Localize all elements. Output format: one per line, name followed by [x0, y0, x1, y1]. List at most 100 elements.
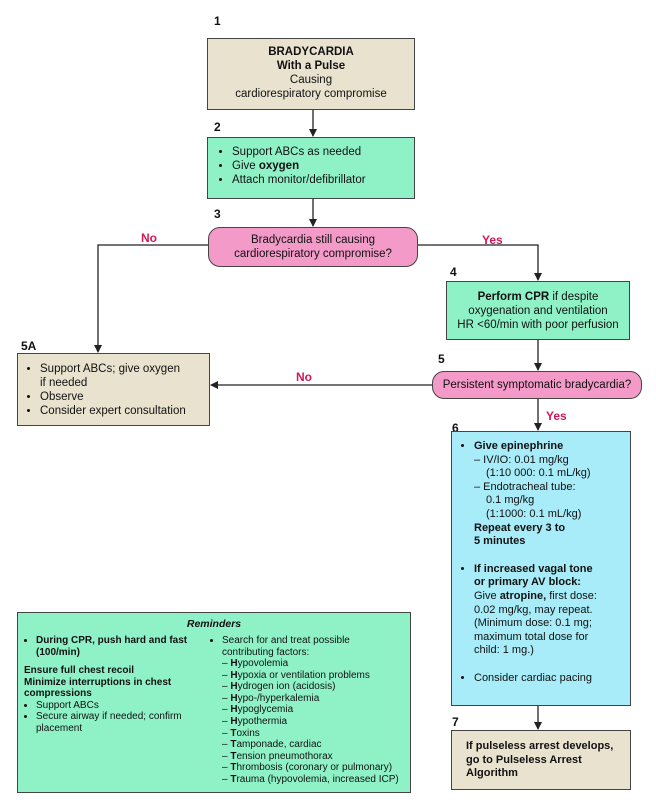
contributing-factor-item: – Hypovolemia — [222, 658, 408, 670]
step-6-vagal-line2: or primary AV block: — [474, 576, 581, 589]
step-1-compromise: cardiorespiratory compromise — [235, 88, 387, 100]
step-6-atropine-line1: Give atropine, first dose: — [474, 590, 626, 604]
factor-dash: – — [222, 704, 231, 716]
reminder-cpr-line2: (100/min) — [36, 646, 80, 658]
step-3-line1: Bradycardia still causing — [250, 234, 375, 246]
step-4-line3: HR <60/min with poor perfusion — [457, 319, 619, 331]
step-number-4: 4 — [450, 265, 457, 279]
factor-text: ypoxia or ventilation problems — [237, 669, 370, 681]
reminder-recoil: Ensure full chest recoil — [24, 665, 135, 676]
step-2-give-text: Give — [232, 160, 259, 172]
factor-initial: T — [230, 750, 237, 762]
contributing-factor-item: – Hypoxia or ventilation problems — [222, 670, 408, 682]
step-2-item-oxygen: Give oxygen — [232, 159, 408, 173]
step-5a-support-line1: Support ABCs; give oxygen — [40, 363, 180, 375]
step-number-5a: 5A — [21, 339, 37, 353]
step-6-pacing: Consider cardiac pacing — [474, 672, 626, 686]
step-5-text: Persistent symptomatic bradycardia? — [442, 379, 632, 391]
reminders-box: Reminders During CPR, push hard and fast… — [17, 612, 411, 793]
contributing-factor-item: – Hypo-/hyperkalemia — [222, 693, 408, 705]
factor-dash: – — [222, 727, 231, 739]
arrow-3-no-to-5a — [94, 244, 208, 353]
step-number-7: 7 — [452, 715, 459, 729]
step-1-causing: Causing — [289, 74, 333, 86]
factor-initial: T — [230, 739, 237, 751]
step-6-atropine: If increased vagal tone or primary AV bl… — [474, 563, 626, 658]
step-5a-item-support: Support ABCs; give oxygen if needed — [40, 362, 203, 390]
contributing-factor-item: – Tamponade, cardiac — [222, 739, 408, 751]
label-yes-step-5: Yes — [546, 409, 567, 423]
factor-initial: T — [230, 727, 237, 739]
factor-dash: – — [222, 658, 231, 669]
factor-text: rauma (hypovolemia, increased ICP) — [236, 773, 399, 785]
factor-text: hrombosis (coronary or pulmonary) — [236, 762, 393, 774]
label-no-step-3: No — [141, 231, 157, 245]
factor-dash: – — [222, 681, 231, 693]
step-6-repeat-line1: Repeat every 3 to — [474, 521, 566, 534]
factor-initial: H — [230, 704, 238, 716]
step-3-line2: cardiorespiratory compromise? — [234, 248, 392, 260]
contributing-factor-item: – Tension pneumothorax — [222, 751, 408, 763]
step-5a-item-observe: Observe — [40, 390, 203, 404]
reminder-minimize-line1: Minimize interruptions in chest — [24, 676, 172, 688]
factor-text: ydrogen ion (acidosis) — [237, 681, 336, 693]
reminder-airway-line2: placement — [36, 722, 83, 734]
step-7-line2: go to Pulseless Arrest — [466, 753, 582, 766]
step-5a-box: Support ABCs; give oxygen if needed Obse… — [17, 353, 210, 426]
factor-text: ypo-/hyperkalemia — [237, 692, 320, 704]
factor-text: ypoglycemia — [237, 704, 294, 716]
factor-initial: H — [230, 715, 238, 727]
factor-dash: – — [222, 773, 231, 785]
step-4-if-despite: if despite — [549, 291, 599, 303]
contributing-factor-item: – Thrombosis (coronary or pulmonary) — [222, 762, 408, 774]
factor-initial: H — [230, 669, 238, 681]
reminder-minimize-line2: compressions — [24, 688, 92, 699]
step-1-subtitle: With a Pulse — [276, 60, 346, 72]
step-7-line3: Algorithm — [466, 767, 518, 780]
step-6-atropine-line2: 0.02 mg/kg, may repeat. — [474, 603, 593, 616]
step-5a-support-line2: if needed — [40, 377, 88, 389]
step-number-3: 3 — [214, 207, 221, 221]
factor-dash: – — [222, 750, 231, 762]
reminder-cpr-line1: During CPR, push hard and fast — [36, 635, 188, 646]
reminder-search: Search for and treat possible contributi… — [222, 635, 408, 658]
step-6-first-dose: first dose: — [546, 589, 597, 602]
step-6-repeat-line2: 5 minutes — [474, 535, 526, 548]
factor-text: ension pneumothorax — [236, 750, 333, 762]
step-6-atropine-line5: child: 1 mg.) — [474, 644, 534, 657]
step-7-line1: If pulseless arrest develops, — [466, 740, 614, 752]
step-6-et-dose: 0.1 mg/kg — [486, 494, 535, 507]
factor-text: amponade, cardiac — [236, 739, 322, 751]
step-6-ivio-dose: – IV/IO: 0.01 mg/kg — [474, 453, 569, 466]
factor-initial: T — [230, 773, 237, 785]
step-number-6: 6 — [452, 421, 459, 435]
factor-text: ypothermia — [237, 715, 288, 727]
step-6-atropine-line4: maximum total dose for — [474, 630, 589, 643]
reminder-airway: Secure airway if needed; confirm placeme… — [36, 711, 208, 734]
contributing-factor-item: – Hydrogen ion (acidosis) — [222, 681, 408, 693]
contributing-factors-list: – Hypovolemia– Hypoxia or ventilation pr… — [210, 658, 408, 786]
step-5a-item-consult: Consider expert consultation — [40, 404, 203, 418]
factor-dash: – — [222, 715, 231, 727]
step-4-line1: Perform CPR if despite — [447, 290, 629, 304]
reminder-airway-line1: Secure airway if needed; confirm — [36, 711, 182, 722]
step-6-atropine-word: atropine, — [499, 589, 547, 602]
factor-dash: – — [222, 739, 231, 751]
reminder-search-line1: Search for and treat possible — [222, 635, 350, 646]
factor-dash: – — [222, 692, 231, 704]
reminder-cpr: During CPR, push hard and fast (100/min) — [36, 635, 208, 658]
factor-text: ypovolemia — [237, 658, 289, 669]
reminder-support-abcs: Support ABCs — [36, 700, 208, 712]
step-2-item-monitor: Attach monitor/defibrillator — [232, 173, 408, 187]
step-6-epi-title: Give epinephrine — [474, 440, 564, 452]
factor-dash: – — [222, 669, 231, 681]
step-1-title: BRADYCARDIA — [268, 46, 354, 58]
step-2-item-support: Support ABCs as needed — [232, 145, 408, 159]
step-4-line2: oxygenation and ventilation — [468, 305, 608, 317]
step-6-atropine-line3: (Minimum dose: 0.1 mg; — [474, 617, 592, 630]
contributing-factor-item: – Hypoglycemia — [222, 704, 408, 716]
step-2-oxygen-text: oxygen — [258, 160, 300, 172]
contributing-factor-item: – Hypothermia — [222, 716, 408, 728]
reminders-title: Reminders — [186, 618, 242, 630]
